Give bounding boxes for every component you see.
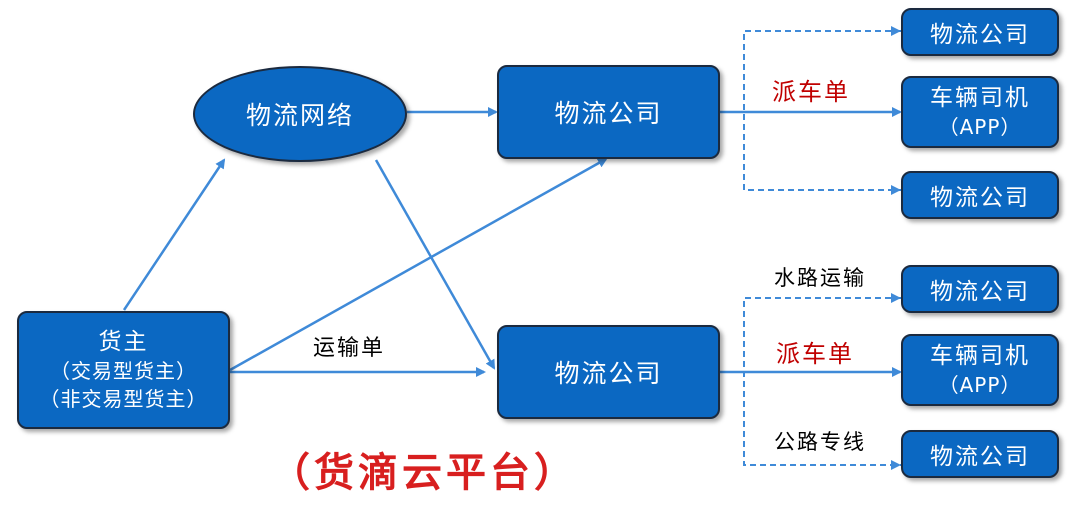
right-bottom-company-3: 物流公司 bbox=[901, 430, 1059, 478]
right-top-company-3: 物流公司 bbox=[901, 171, 1059, 219]
waterway-label: 水路运输 bbox=[774, 266, 866, 290]
arrowhead-top-lower bbox=[891, 185, 901, 195]
right-top-company-1: 物流公司 bbox=[901, 8, 1059, 56]
arrow-shipper-to-network bbox=[122, 158, 226, 311]
right-bottom-driver-node: 车辆司机 （APP） bbox=[901, 334, 1059, 406]
logistics-network-node: 物流网络 bbox=[193, 66, 407, 162]
right-top-driver-node: 车辆司机 （APP） bbox=[901, 76, 1059, 148]
logistics-company-top-label: 物流公司 bbox=[554, 99, 663, 128]
dashed-branch-top bbox=[743, 30, 901, 191]
logistics-company-top-node: 物流公司 bbox=[497, 65, 720, 159]
waybill-label: 运输单 bbox=[313, 336, 386, 361]
right-bottom-company-1-label: 物流公司 bbox=[930, 279, 1030, 305]
logistics-company-bottom-label: 物流公司 bbox=[554, 359, 663, 388]
arrowhead-bottom-lower bbox=[891, 460, 901, 470]
right-bottom-app-label: （APP） bbox=[938, 373, 1022, 397]
right-bottom-company-3-label: 物流公司 bbox=[930, 444, 1030, 470]
right-bottom-driver-label: 车辆司机 bbox=[930, 343, 1030, 369]
right-top-app-label: （APP） bbox=[938, 115, 1022, 139]
platform-title: （货滴云平台） bbox=[270, 450, 578, 496]
arrow-shipper-to-company-top bbox=[229, 157, 608, 372]
shipper-trading-label: （交易型货主） bbox=[50, 359, 197, 383]
highway-line-label: 公路专线 bbox=[774, 430, 866, 454]
shipper-title: 货主 bbox=[98, 329, 149, 355]
dispatch-order-bottom-label: 派车单 bbox=[776, 340, 854, 368]
right-top-company-3-label: 物流公司 bbox=[930, 185, 1030, 211]
arrowhead-top-upper bbox=[891, 26, 901, 36]
shipper-node: 货主 （交易型货主） （非交易型货主） bbox=[17, 311, 230, 429]
right-top-company-1-label: 物流公司 bbox=[930, 22, 1030, 48]
logistics-company-bottom-node: 物流公司 bbox=[497, 325, 720, 419]
arrowhead-bottom-upper bbox=[891, 293, 901, 303]
right-bottom-company-1: 物流公司 bbox=[901, 265, 1059, 313]
arrow-network-to-company-bottom bbox=[374, 159, 496, 370]
shipper-non-trading-label: （非交易型货主） bbox=[39, 387, 208, 411]
dashed-branch-bottom bbox=[743, 297, 901, 466]
dispatch-order-top-label: 派车单 bbox=[772, 78, 850, 106]
right-top-driver-label: 车辆司机 bbox=[930, 85, 1030, 111]
logistics-network-label: 物流网络 bbox=[245, 101, 354, 130]
